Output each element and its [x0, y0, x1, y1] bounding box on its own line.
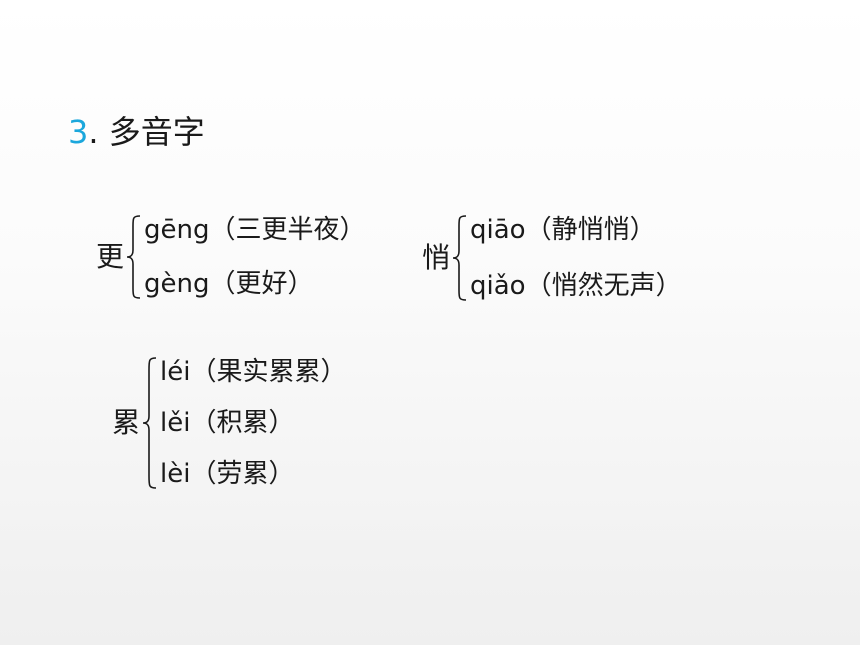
open-paren: （ — [209, 215, 236, 245]
reading-line: lěi（积累） — [160, 407, 347, 439]
close-paren: ） — [339, 215, 366, 245]
close-paren: ） — [655, 271, 682, 301]
section-title: 多音字 — [108, 113, 205, 151]
pinyin: léi — [160, 357, 191, 387]
close-paren: ） — [268, 408, 295, 438]
reading-line: léi（果实累累） — [160, 356, 347, 388]
close-paren: ） — [629, 215, 656, 245]
close-paren: ） — [320, 357, 347, 387]
close-paren: ） — [268, 459, 295, 489]
reading-line: lèi（劳累） — [160, 458, 347, 490]
polyphone-character: 更 — [96, 240, 125, 273]
close-paren: ） — [287, 269, 314, 299]
example-word: 悄然无声 — [551, 271, 656, 301]
section-number: 3 — [68, 113, 89, 151]
left-brace-icon — [126, 215, 141, 299]
open-paren: （ — [190, 357, 217, 387]
reading-list: qiāo（静悄悄） qiǎo（悄然无声） — [470, 214, 682, 302]
section-heading: 3. 多音字 — [68, 112, 205, 152]
pinyin: qiǎo — [470, 271, 526, 301]
pinyin: gèng — [144, 269, 210, 299]
pinyin: gēng — [144, 215, 210, 245]
reading-list: léi（果实累累） lěi（积累） lèi（劳累） — [160, 356, 347, 490]
example-word: 三更半夜 — [235, 215, 340, 245]
polyphone-character: 累 — [112, 406, 141, 439]
reading-line: gēng（三更半夜） — [144, 214, 366, 246]
open-paren: （ — [525, 271, 552, 301]
left-brace-icon — [142, 357, 157, 489]
pinyin: lèi — [160, 459, 191, 489]
pinyin: lěi — [160, 408, 191, 438]
left-brace-icon — [452, 215, 467, 301]
open-paren: （ — [190, 459, 217, 489]
polyphone-group-geng: 更 gēng（三更半夜） gèng（更好） — [96, 214, 366, 300]
example-word: 静悄悄 — [551, 215, 630, 245]
example-word: 劳累 — [216, 459, 269, 489]
open-paren: （ — [209, 269, 236, 299]
reading-list: gēng（三更半夜） gèng（更好） — [144, 214, 366, 300]
reading-line: gèng（更好） — [144, 268, 366, 300]
open-paren: （ — [525, 215, 552, 245]
polyphone-character: 悄 — [422, 241, 451, 274]
open-paren: （ — [190, 408, 217, 438]
example-word: 积累 — [216, 408, 269, 438]
example-word: 更好 — [235, 269, 288, 299]
reading-line: qiāo（静悄悄） — [470, 214, 682, 246]
polyphone-group-qiao: 悄 qiāo（静悄悄） qiǎo（悄然无声） — [422, 214, 682, 302]
example-word: 果实累累 — [216, 357, 321, 387]
section-separator: . — [88, 113, 99, 151]
polyphone-group-lei: 累 léi（果实累累） lěi（积累） lèi（劳累） — [112, 356, 347, 490]
reading-line: qiǎo（悄然无声） — [470, 270, 682, 302]
pinyin: qiāo — [470, 215, 526, 245]
